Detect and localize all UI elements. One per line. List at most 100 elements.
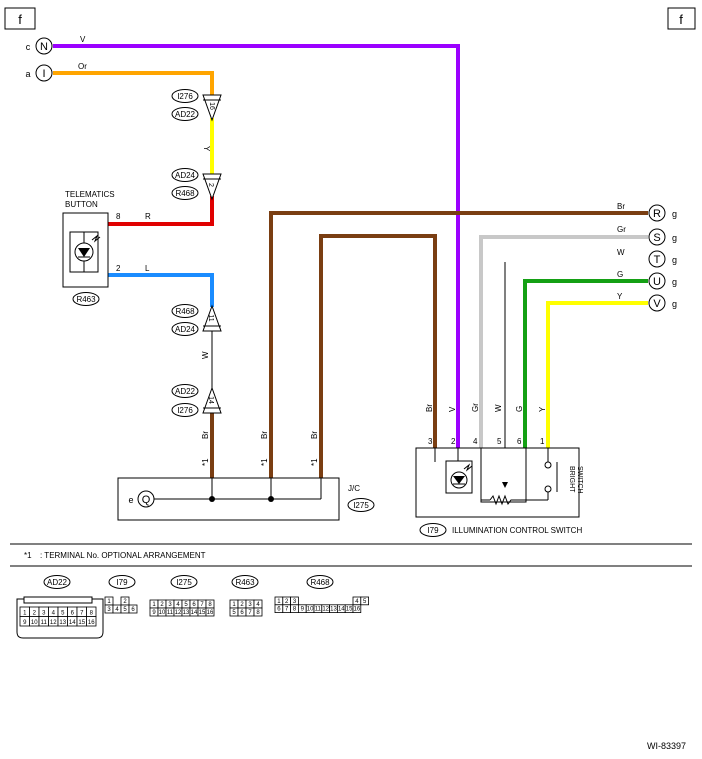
svg-text:g: g (672, 233, 677, 243)
pin-number: 5 (184, 602, 188, 608)
pin-number: 11 (167, 610, 174, 616)
svg-text:g: g (672, 255, 677, 265)
pin-number: 4 (355, 599, 359, 605)
pin-number: 5 (232, 610, 236, 616)
illum-pin-2: 2 (451, 437, 456, 446)
wire-label-y-left: Y (202, 146, 211, 152)
pin-number: 5 (61, 611, 65, 617)
svg-text:AD22: AD22 (175, 110, 196, 119)
jc-star-label-2: *1 (260, 458, 269, 466)
reference-number: WI-83397 (647, 741, 686, 751)
illum-pin-3: 3 (428, 437, 433, 446)
illumination-control-switch: BRIGHT SWITCH I79 ILLUMINATION CONTROL S… (415, 447, 583, 537)
pin-number: 1 (23, 611, 27, 617)
pin-number: 3 (168, 602, 172, 608)
illum-wire-g: G (515, 406, 524, 412)
illumination-tag: I79 (427, 526, 439, 535)
connector-view-tag: R463 (235, 578, 255, 587)
wire-blue (108, 273, 214, 307)
pin-number: 15 (78, 620, 85, 626)
svg-text:S: S (653, 232, 660, 244)
pin-cell (205, 607, 215, 617)
inline-connector-r468-ad24: R468 AD24 11 (171, 304, 222, 336)
pin-number: 4 (115, 607, 119, 613)
wire-label-br-r: Br (617, 202, 625, 211)
pin-number: 7 (248, 610, 252, 616)
pin-number: 2 (160, 602, 164, 608)
pin-number: 1 (152, 602, 156, 608)
svg-text:14: 14 (207, 396, 214, 404)
svg-text:R468: R468 (175, 189, 195, 198)
pin-cell (128, 604, 138, 614)
svg-text:g: g (672, 299, 677, 309)
connector-i: I a (25, 64, 53, 82)
jc-label: J/C (348, 484, 360, 493)
wire-label-gr-s: Gr (617, 225, 626, 234)
pin-number: 7 (200, 602, 204, 608)
pin-number: 8 (256, 610, 260, 616)
wire-red (108, 196, 214, 226)
inline-connector-ad22-i276: AD22 I276 14 (171, 384, 222, 417)
corner-box-left (4, 7, 36, 30)
pin-number: 13 (330, 607, 337, 613)
svg-text:R: R (653, 208, 661, 220)
corner-label-left: f (18, 12, 22, 27)
pin-number: 12 (175, 610, 182, 616)
connector-t: T g (648, 250, 677, 268)
pin-number: 9 (301, 607, 305, 613)
svg-text:a: a (25, 69, 30, 79)
pin-cell (360, 596, 369, 606)
svg-text:U: U (653, 276, 661, 288)
pin-number: 15 (346, 607, 353, 613)
pin-number: 15 (199, 610, 206, 616)
joint-connector: Q e J/C I275 (117, 477, 375, 521)
wire-yellow-right (546, 301, 648, 448)
svg-text:T: T (654, 254, 661, 266)
pin-cell (86, 616, 97, 627)
wire-violet (53, 44, 460, 448)
jc-wire-label-1: Br (201, 431, 210, 439)
pin-number: 9 (23, 620, 27, 626)
corner-label-right: f (679, 12, 683, 27)
connector-v: V g (648, 294, 677, 312)
connector-n: N c (26, 37, 53, 55)
footnote-mark: *1 (24, 551, 32, 560)
pin-number: 5 (123, 607, 127, 613)
jc-ground-letter: Q (142, 494, 151, 506)
illum-wire-w: W (494, 404, 503, 412)
illum-wire-gr: Gr (471, 403, 480, 412)
telematics-wire-top: R (145, 212, 151, 221)
pin-number: 14 (191, 610, 198, 616)
svg-text:g: g (672, 277, 677, 287)
pin-number: 10 (307, 607, 314, 613)
svg-text:AD22: AD22 (175, 387, 196, 396)
pin-number: 11 (315, 607, 322, 613)
svg-text:I276: I276 (177, 406, 193, 415)
illumination-name: ILLUMINATION CONTROL SWITCH (452, 526, 582, 535)
pin-number: 7 (285, 607, 289, 613)
pin-number: 14 (69, 620, 76, 626)
illum-pin-4: 4 (473, 437, 478, 446)
telematics-tag: R463 (76, 295, 96, 304)
connector-s: S g (648, 228, 677, 246)
wire-label-w-t: W (617, 248, 625, 257)
wire-label-w-left: W (201, 351, 210, 359)
pin-number: 6 (240, 610, 244, 616)
pin-number: 2 (240, 602, 244, 608)
telematics-title-1: TELEMATICS (65, 190, 115, 199)
pin-number: 3 (293, 599, 297, 605)
pin-number: 16 (354, 607, 361, 613)
svg-text:AD24: AD24 (175, 325, 196, 334)
wire-green (523, 279, 648, 448)
pin-number: 8 (293, 607, 297, 613)
pin-number: 4 (256, 602, 260, 608)
illum-pin-6: 6 (517, 437, 522, 446)
wire-gray (479, 235, 648, 448)
pin-number: 1 (232, 602, 236, 608)
wire-brown-r (269, 211, 648, 478)
pin-number: 11 (41, 620, 48, 626)
telematics-title-2: BUTTON (65, 200, 98, 209)
